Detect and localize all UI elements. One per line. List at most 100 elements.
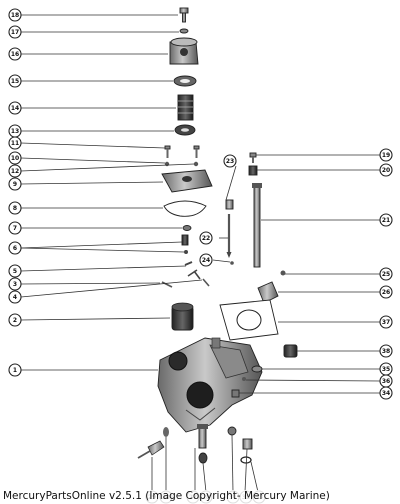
svg-text:6: 6 [13,245,17,252]
part-22-needle [226,214,232,258]
part-37-gasket-hole [236,309,262,331]
svg-text:17: 17 [11,29,19,36]
part-30-spring [163,427,169,437]
svg-text:37: 37 [382,319,390,326]
callout-18: 18 [8,8,22,22]
part-11-screw [164,145,171,158]
part-21-rod [252,183,262,268]
part-31-fitting [227,426,237,436]
part-6-ball [184,250,188,254]
callout-12: 12 [8,164,22,178]
callout-17: 17 [8,25,22,39]
callout-2: 2 [8,313,22,327]
callout-26: 26 [379,285,393,299]
svg-text:4: 4 [13,294,17,301]
callout-10: 10 [8,151,22,165]
callout-37: 37 [379,315,393,329]
part-3-pin [187,269,201,280]
caption-backdrop [0,490,400,504]
part-34-screw [231,389,240,398]
svg-text:11: 11 [11,140,19,147]
part-4-pin-b [202,278,210,287]
svg-text:12: 12 [11,168,19,175]
svg-text:35: 35 [382,366,390,373]
part-23-fitting [225,199,234,210]
svg-text:1: 1 [13,367,17,374]
callout-21: 21 [379,213,393,227]
part-14-filter [177,94,194,121]
svg-text:16: 16 [11,51,19,58]
svg-text:36: 36 [382,378,390,385]
part-13-washer [174,124,196,136]
part-2-float [171,302,194,331]
callout-3: 3 [8,277,22,291]
svg-text:10: 10 [11,155,19,162]
part-24-spring [230,261,234,265]
callout-36: 36 [379,374,393,388]
part-29-needle-screw [137,440,165,459]
svg-text:8: 8 [13,205,17,212]
part-38-nut [283,344,298,358]
part-4-pin [161,281,173,288]
part-18-screw [179,7,189,23]
part-32-cap [242,438,253,450]
part-36-plug [242,377,246,381]
svg-text:20: 20 [382,167,390,174]
svg-text:19: 19 [382,152,390,159]
callout-1: 1 [8,363,22,377]
svg-text:3: 3 [13,281,17,288]
callout-19: 19 [379,148,393,162]
part-1-carburetor-body [157,337,263,433]
svg-text:14: 14 [11,105,19,112]
callout-22: 22 [199,231,213,245]
callout-6: 6 [8,241,22,255]
part-10-washer-b [193,161,199,167]
callout-20: 20 [379,163,393,177]
callout-11: 11 [8,136,22,150]
image-caption: MercuryPartsOnline v2.5.1 (Image Copyrig… [3,490,330,502]
part-17-washer [179,28,189,34]
svg-text:9: 9 [13,181,17,188]
callout-34: 34 [379,386,393,400]
callout-16: 16 [8,47,22,61]
callout-9: 9 [8,177,22,191]
callout-24: 24 [199,253,213,267]
callout-7: 7 [8,221,22,235]
part-16-cover [169,37,199,65]
svg-text:22: 22 [202,235,210,242]
callout-15: 15 [8,74,22,88]
leader-lines [20,14,381,493]
callout-13: 13 [8,124,22,138]
callout-4: 4 [8,290,22,304]
callout-35: 35 [379,362,393,376]
callout-25: 25 [379,267,393,281]
svg-text:18: 18 [11,12,19,19]
callout-8: 8 [8,201,22,215]
callout-23: 23 [223,154,237,168]
svg-text:21: 21 [382,217,390,224]
part-19-screw [249,152,257,163]
part-7-diaphragm [182,225,192,231]
part-5-link [184,261,193,266]
part-35-washer [251,365,263,373]
part-20-fitting [248,165,258,176]
svg-text:38: 38 [382,348,390,355]
part-28-plug [198,452,208,464]
svg-text:13: 13 [11,128,19,135]
part-26-cap [257,281,279,304]
callout-5: 5 [8,264,22,278]
part-9-cover [161,169,213,193]
callout-38: 38 [379,344,393,358]
svg-text:23: 23 [226,158,234,165]
part-8-gasket [163,200,207,217]
part-12-screw [193,145,200,158]
svg-text:26: 26 [382,289,390,296]
svg-text:34: 34 [382,390,390,397]
svg-text:25: 25 [382,271,390,278]
svg-text:2: 2 [13,317,17,324]
part-27-jet [197,424,208,449]
callout-14: 14 [8,101,22,115]
part-15-ring [173,75,197,87]
svg-text:7: 7 [13,225,17,232]
